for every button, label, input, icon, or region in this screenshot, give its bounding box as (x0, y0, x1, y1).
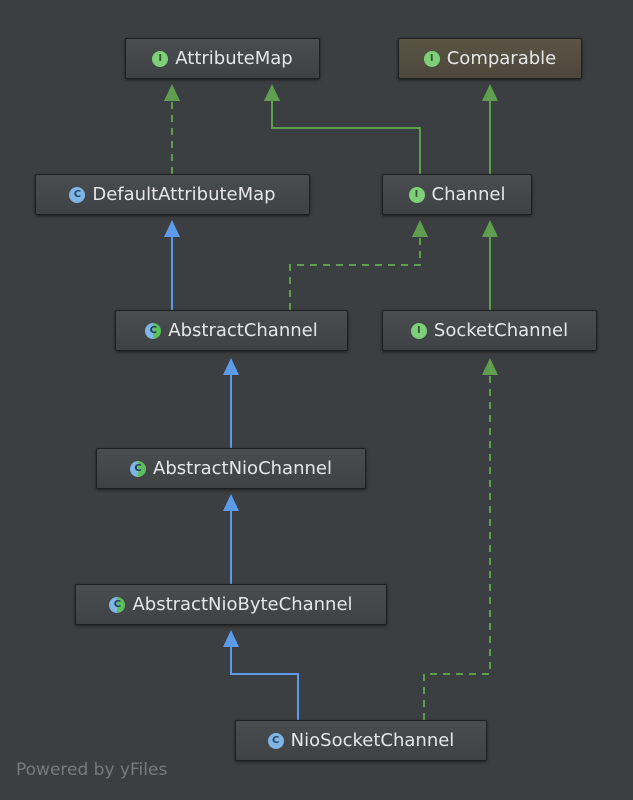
arrowhead-attributemap-right (264, 84, 280, 101)
node-nio-socket-channel[interactable]: C NioSocketChannel (235, 720, 487, 761)
arrowhead-socketchannel (482, 358, 498, 375)
edge-channel-attributemap (271, 100, 421, 174)
node-label: Channel (431, 184, 506, 205)
class-icon: C (267, 732, 284, 749)
abstract-class-icon: C (130, 460, 147, 477)
node-abstract-nio-byte-channel[interactable]: C AbstractNioByteChannel (75, 584, 387, 625)
node-channel[interactable]: I Channel (382, 174, 532, 215)
interface-icon: I (408, 186, 425, 203)
abstract-class-icon: C (109, 596, 126, 613)
edge-niosocketchannel-socketchannel (423, 374, 491, 720)
node-default-attribute-map[interactable]: C DefaultAttributeMap (35, 174, 310, 215)
node-abstract-channel[interactable]: C AbstractChannel (115, 310, 348, 351)
node-label: AttributeMap (175, 48, 293, 69)
node-label: SocketChannel (433, 320, 569, 341)
node-label: AbstractNioChannel (153, 458, 332, 479)
node-label: NioSocketChannel (290, 730, 455, 751)
arrowhead-channel-right (482, 220, 498, 237)
arrowheads (164, 84, 498, 647)
powered-by-footer: Powered by yFiles (16, 760, 168, 780)
arrowhead-attributemap-left (164, 84, 180, 101)
edge-abstractchannel-channel (289, 236, 421, 310)
arrowhead-abstractniochannel (223, 494, 239, 511)
arrowhead-abstractchannel (223, 358, 239, 375)
abstract-class-icon: C (145, 322, 162, 339)
arrowhead-comparable (482, 84, 498, 101)
node-abstract-nio-channel[interactable]: C AbstractNioChannel (96, 448, 366, 489)
arrowhead-abstractniobytechannel (223, 630, 239, 647)
node-attribute-map[interactable]: I AttributeMap (125, 38, 320, 79)
interface-icon: I (410, 322, 427, 339)
node-socket-channel[interactable]: I SocketChannel (382, 310, 597, 351)
node-label: AbstractChannel (168, 320, 318, 341)
node-label: Comparable (446, 48, 557, 69)
node-comparable[interactable]: I Comparable (398, 38, 582, 79)
class-icon: C (69, 186, 86, 203)
arrowhead-channel-left (412, 220, 428, 237)
node-label: DefaultAttributeMap (92, 184, 276, 205)
edge-niosocketchannel-abstractniobytechannel (230, 646, 299, 720)
arrowhead-defaultattributemap (164, 220, 180, 237)
node-label: AbstractNioByteChannel (132, 594, 353, 615)
interface-icon: I (423, 50, 440, 67)
interface-icon: I (152, 50, 169, 67)
